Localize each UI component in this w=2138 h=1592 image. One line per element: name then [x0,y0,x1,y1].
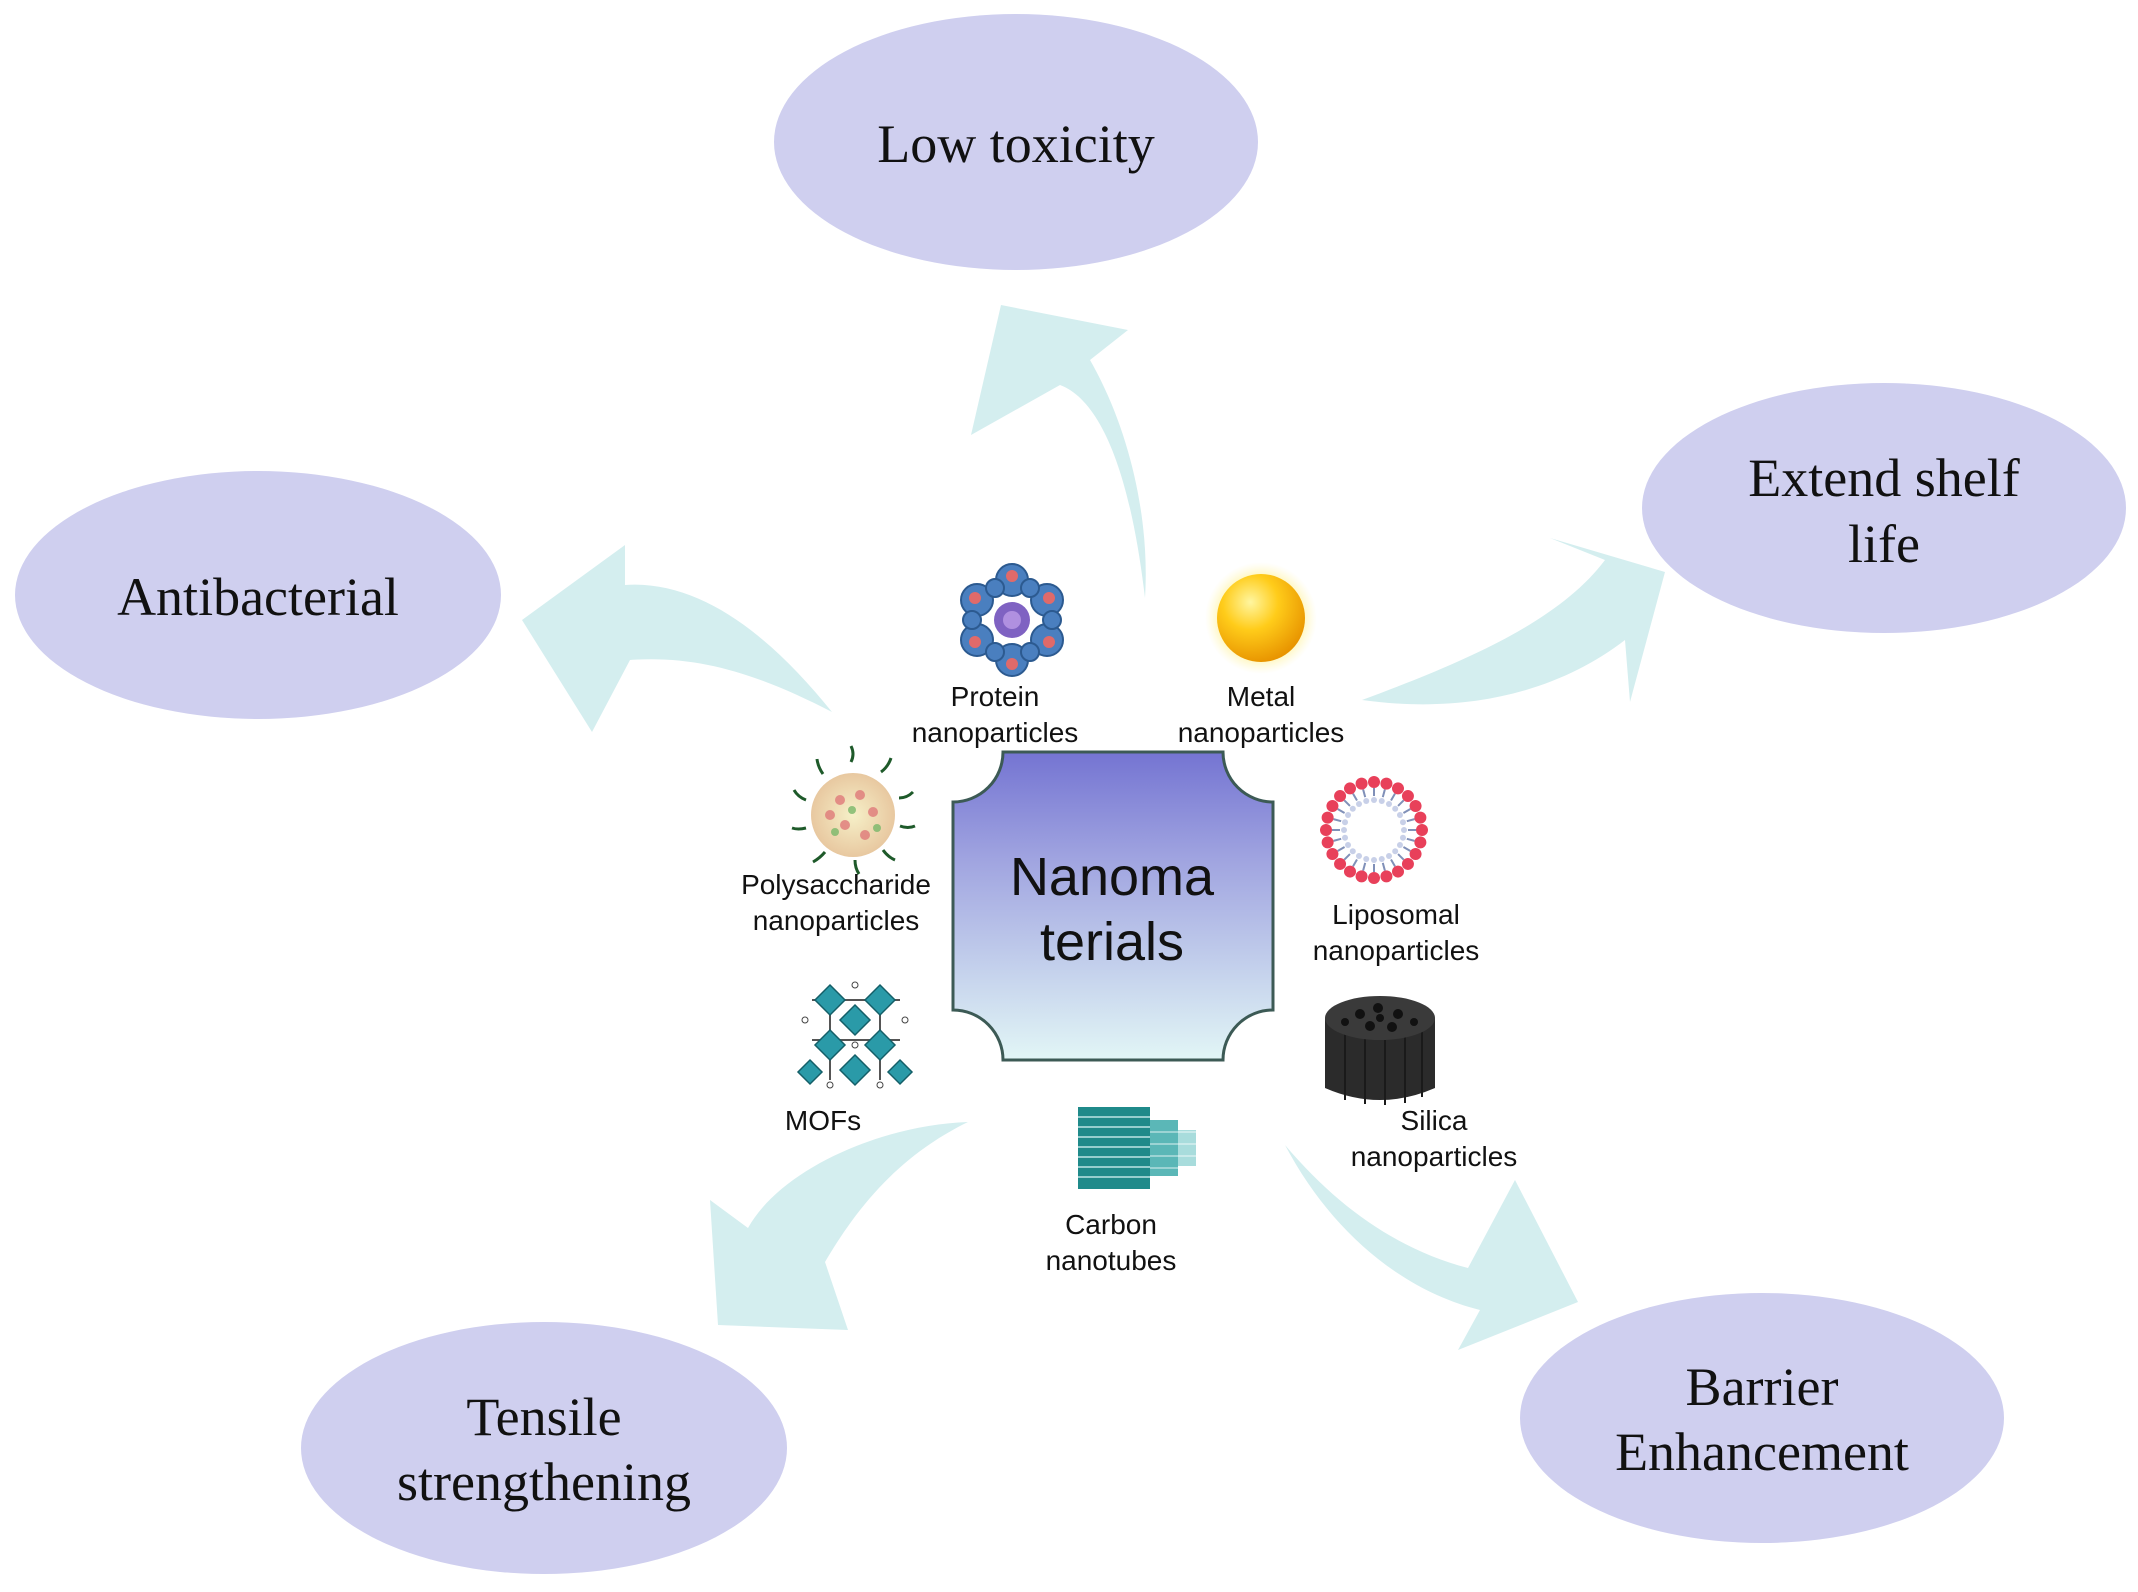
arrow-to-tensile [710,1122,968,1330]
center-nanomaterials-box: Nanoma terials [951,750,1275,1062]
outcome-extend-shelf-life: Extend shelf life [1642,383,2126,633]
polysaccharide-label-line1: Polysaccharide [741,869,931,900]
metal-label-line1: Metal [1227,681,1295,712]
outcome-low-toxicity: Low toxicity [774,14,1258,270]
polysaccharide-label-line2: nanoparticles [753,905,920,936]
outcome-barrier-enhancement: Barrier Enhancement [1520,1293,2004,1543]
center-title-line2: terials [1040,912,1184,972]
outcome-label: Extend shelf [1748,448,2019,508]
silica-label-line1: Silica [1401,1105,1468,1136]
center-title-line1: Nanoma [1010,847,1215,907]
gold-sphere-icon [1205,562,1317,674]
liposomal-label-line1: Liposomal [1332,899,1460,930]
arrow-to-barrier [1285,1145,1578,1350]
outcome-label: Low toxicity [877,114,1154,174]
liposomal-label-line2: nanoparticles [1313,935,1480,966]
outcome-label: Enhancement [1615,1422,1909,1482]
arrow-to-low-toxicity [971,305,1146,598]
protein-label-line2: nanoparticles [912,717,1079,748]
outcome-label: strengthening [397,1452,691,1512]
outcome-tensile-strengthening: Tensile strengthening [301,1322,787,1574]
mofs-label: MOFs [785,1105,861,1136]
arrow-to-antibacterial [522,545,832,732]
outcome-label: Antibacterial [117,567,399,627]
protein-label-line1: Protein [951,681,1040,712]
protein-cluster-icon [960,563,1064,677]
framework-lattice-icon [796,981,914,1089]
porous-cylinder-icon [1325,996,1435,1105]
outcome-label: life [1848,514,1920,574]
coated-sphere-icon [791,745,916,875]
arrow-to-extend-shelf-life [1362,538,1665,705]
silica-label-line2: nanoparticles [1351,1141,1518,1172]
carbon-label-line2: nanotubes [1046,1245,1177,1276]
carbon-label-line1: Carbon [1065,1209,1157,1240]
liposome-ring-icon [1320,776,1428,884]
outcome-label: Barrier [1686,1357,1839,1417]
outcome-antibacterial: Antibacterial [15,471,501,719]
outcome-label: Tensile [466,1387,621,1447]
nanotube-icon [1078,1107,1196,1189]
metal-label-line2: nanoparticles [1178,717,1345,748]
